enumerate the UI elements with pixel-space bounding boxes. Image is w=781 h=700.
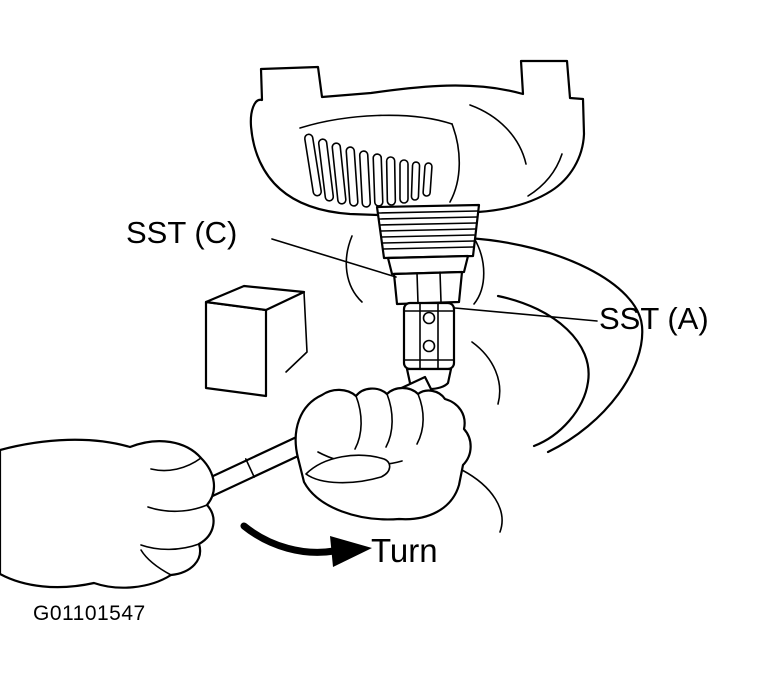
right-hand	[294, 386, 472, 521]
mount-block	[204, 284, 308, 398]
left-hand	[0, 438, 215, 589]
turn-arrow	[240, 522, 372, 567]
alternator-vent-slots	[303, 133, 433, 208]
leader-line-sst-a	[454, 307, 598, 322]
right-thumb	[305, 454, 391, 484]
callout-label-sst-c: SST (C)	[126, 215, 238, 250]
figure-id-label: G01101547	[33, 602, 146, 625]
sst-c-tool	[392, 270, 464, 306]
leader-line-sst-c	[271, 238, 397, 278]
sst-a-socket	[402, 301, 456, 371]
callout-label-sst-a: SST (A)	[599, 301, 709, 336]
threaded-shaft	[375, 203, 481, 276]
turn-label: Turn	[371, 532, 438, 569]
alternator-body	[249, 59, 586, 217]
engine-bay-curves	[461, 236, 644, 533]
turn-arrowhead	[330, 536, 372, 567]
bracket-curves	[345, 235, 485, 305]
callout-leader-lines	[271, 238, 598, 322]
